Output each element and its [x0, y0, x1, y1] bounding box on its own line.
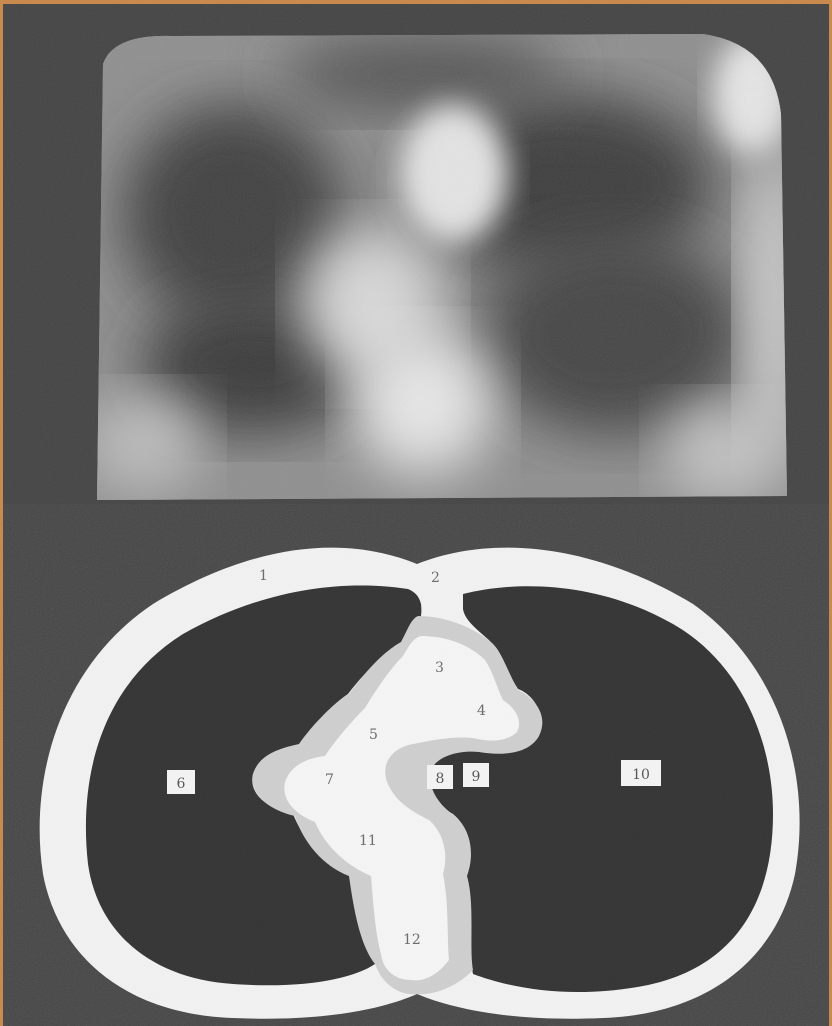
boxed-label-10: 10 [621, 760, 661, 786]
label-1: 1 [259, 568, 268, 584]
boxed-label-9: 9 [463, 763, 489, 787]
label-2: 2 [431, 570, 440, 586]
label-12: 12 [403, 932, 421, 948]
scan-image [83, 24, 803, 514]
label-7: 7 [325, 772, 334, 788]
label-5: 5 [369, 727, 378, 743]
label-10: 10 [632, 767, 650, 783]
label-9: 9 [472, 769, 481, 785]
thorax-diagram: 1 2 3 4 5 7 11 12 6 8 9 10 [40, 548, 800, 1019]
label-4: 4 [477, 703, 486, 719]
label-11: 11 [359, 833, 377, 849]
figure-svg: 1 2 3 4 5 7 11 12 6 8 9 10 [3, 4, 829, 1026]
label-6: 6 [177, 776, 186, 792]
label-8: 8 [436, 771, 445, 787]
boxed-label-8: 8 [427, 765, 453, 789]
label-3: 3 [435, 660, 444, 676]
boxed-label-6: 6 [167, 770, 195, 794]
